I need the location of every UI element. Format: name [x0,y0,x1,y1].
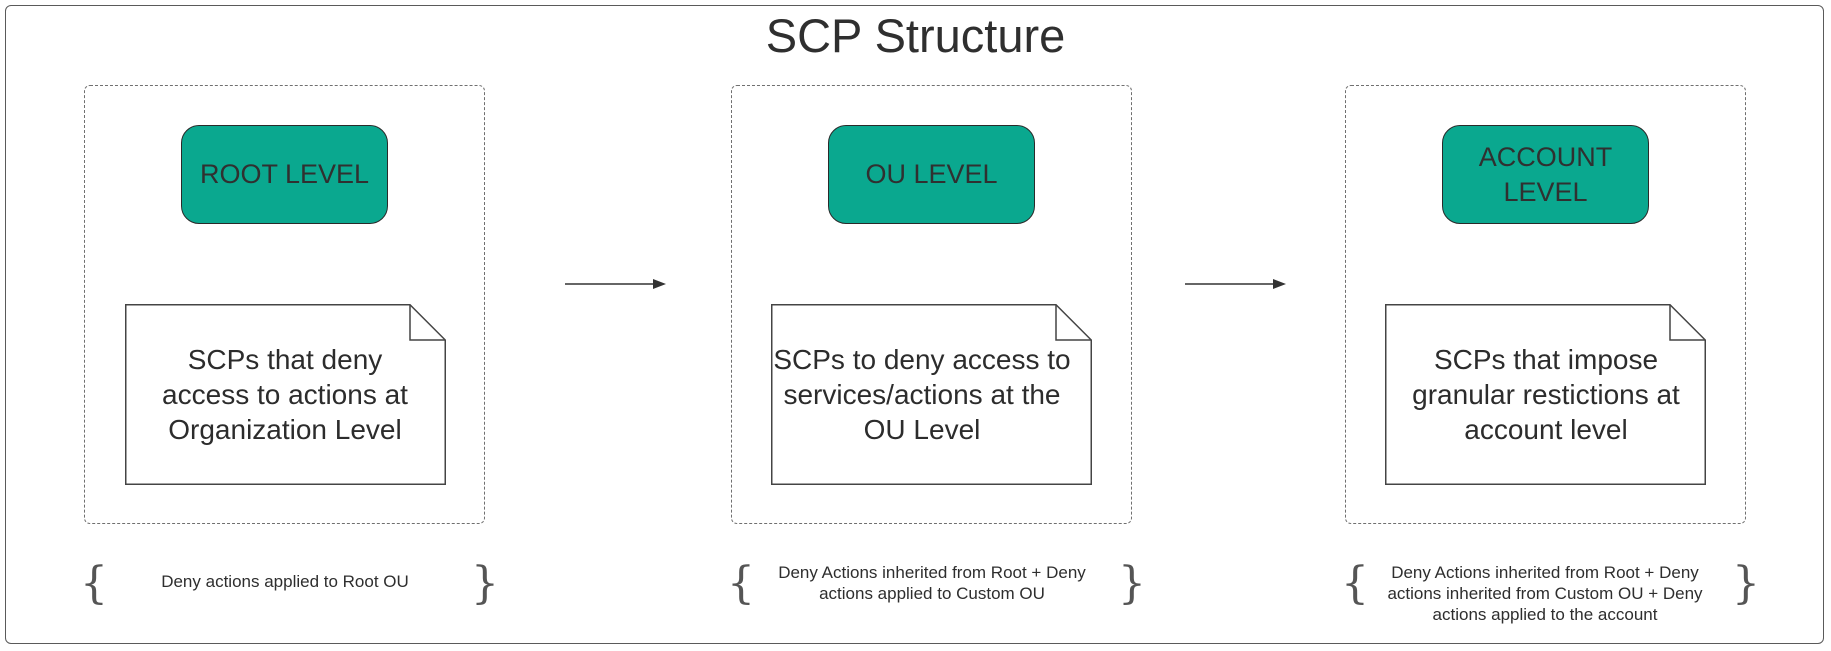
ou-caption-left-brace: { [727,558,755,609]
account-level-node: ACCOUNT LEVEL [1442,125,1649,224]
account-level-container [1345,85,1746,524]
account-caption-left-brace: { [1341,558,1369,609]
root-level-container [84,85,485,524]
root-caption-right-brace: } [471,558,499,609]
diagram-frame [5,5,1824,644]
root-caption-left-brace: { [80,558,108,609]
root-level-node: ROOT LEVEL [181,125,388,224]
ou-level-caption: Deny Actions inherited from Root + Deny … [778,563,1086,603]
diagram-title: SCP Structure [765,9,1066,62]
ou-level-node: OU LEVEL [828,125,1035,224]
ou-caption-right-brace: } [1118,558,1146,609]
ou-level-container [731,85,1132,524]
root-level-note-text: SCPs that deny access to actions at Orga… [162,343,408,445]
account-level-note-shape [1385,304,1706,485]
arrow-ou-to-account [1185,279,1286,289]
root-level-note-shape [125,304,446,485]
ou-level-note-text: SCPs to deny access to services/actions … [773,343,1071,445]
account-level-note-text: SCPs that impose granular restictions at… [1412,343,1680,445]
root-level-caption: Deny actions applied to Root OU [161,572,409,591]
arrow-root-to-ou [565,279,666,289]
ou-level-note-shape [771,304,1092,485]
account-caption-right-brace: } [1732,558,1760,609]
account-level-caption: Deny Actions inherited from Root + Deny … [1387,563,1703,624]
